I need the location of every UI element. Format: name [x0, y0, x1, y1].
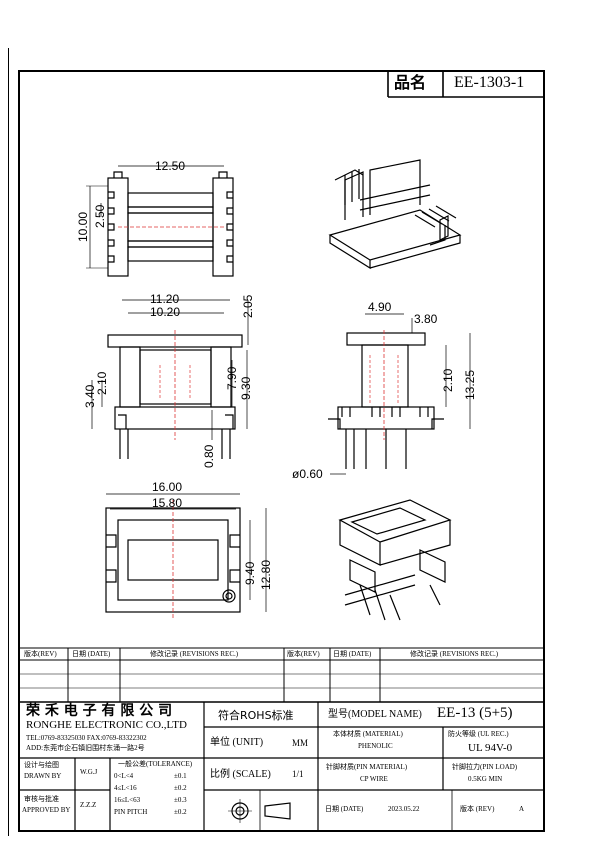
dim-front-inner: 10.20: [150, 305, 181, 319]
revision-table-grid: [20, 647, 545, 702]
dim-bottom-b: 12.80: [259, 559, 273, 590]
dim-top-pitch: 2.50: [93, 204, 107, 228]
company-address: ADD:东莞市企石镇旧围村东涌一路2号: [26, 744, 145, 752]
top-view: [86, 165, 234, 277]
model-label: 型号(MODEL NAME): [328, 709, 422, 720]
dim-front-right-a: 7.90: [225, 366, 239, 390]
dim-front-outer: 11.20: [150, 292, 180, 306]
date-value: 2023.05.22: [388, 805, 420, 813]
dim-side-core: 4.90: [368, 300, 392, 314]
rev-date-header-2: 日期 (DATE): [333, 650, 372, 658]
fire-rating-value: UL 94V-0: [468, 742, 513, 754]
drawing-frame: [18, 70, 545, 832]
dim-top-width: 12.50: [155, 159, 186, 173]
approved-label-en: APPROVED BY: [22, 806, 71, 814]
scale-label: 比例 (SCALE): [210, 769, 271, 780]
bottom-view: [105, 493, 267, 618]
drawn-label-cn: 设计与绘图: [24, 761, 59, 769]
tolerance-range-1: 0<L<4: [114, 772, 134, 780]
drawn-by: W.G.J: [80, 768, 98, 776]
unit-label: 单位 (UNIT): [210, 737, 264, 748]
approved-by: Z.Z.Z: [80, 801, 97, 809]
approved-label-cn: 审核与批准: [24, 795, 59, 803]
outer-margin-line: [8, 48, 590, 836]
rev-rec-header-1: 修改记录 (REVISIONS REC.): [150, 650, 239, 658]
part-label: 品名: [394, 73, 427, 92]
tolerance-value-1: ±0.1: [174, 772, 187, 780]
dim-side-a: 2.10: [441, 368, 455, 392]
company-name-cn: 荣 禾 电 子 有 限 公 司: [26, 703, 173, 719]
dim-front-pin: 0.80: [202, 444, 216, 468]
dim-bottom-inner: 15.80: [152, 496, 183, 510]
unit-value: MM: [292, 738, 309, 748]
scale-value: 1/1: [292, 769, 304, 779]
part-number: EE-1303-1: [454, 74, 525, 91]
rohs-compliance: 符合ROHS标准: [218, 709, 294, 722]
rev-header-2: 版本(REV): [287, 650, 320, 658]
company-contact: TEL:0769-83325030 FAX:0769-83322302: [26, 734, 147, 742]
tolerance-range-2: 4≤L<16: [114, 784, 137, 792]
isometric-view-top: [328, 159, 462, 270]
dim-front-left-b: 2.10: [95, 371, 109, 395]
tolerance-value-3: ±0.3: [174, 796, 187, 804]
body-material-value: PHENOLIC: [358, 742, 393, 750]
title-block-grid: [20, 701, 545, 832]
pin-load-label: 针脚拉力(PIN LOAD): [452, 763, 518, 771]
rev-label: 版本 (REV): [460, 805, 495, 813]
dim-top-height: 10.00: [76, 211, 90, 242]
fire-rating-label: 防火等级 (UL REC.): [448, 730, 509, 738]
tolerance-range-4: PIN PITCH: [114, 808, 148, 816]
company-name-en: RONGHE ELECTRONIC CO.,LTD: [26, 719, 187, 731]
pin-load-value: 0.5KG MIN: [468, 775, 503, 783]
dim-bottom-outer: 16.00: [152, 480, 183, 494]
dim-side-height: 13.25: [463, 369, 477, 400]
drawn-label-en: DRAWN BY: [24, 772, 62, 780]
isometric-view-bottom: [338, 499, 452, 621]
pin-material-label: 针脚材质(PIN MATERIAL): [326, 763, 408, 771]
tolerance-value-2: ±0.2: [174, 784, 187, 792]
dim-bottom-a: 9.40: [243, 561, 257, 585]
pin-material-value: CP WIRE: [360, 775, 388, 783]
body-material-label: 本体材质 (MATERIAL): [333, 730, 403, 738]
dim-front-right-b: 9.30: [239, 376, 253, 400]
rev-rec-header-2: 修改记录 (REVISIONS REC.): [410, 650, 499, 658]
dim-pin-diameter: ø0.60: [292, 467, 323, 481]
rev-header-1: 版本(REV): [24, 650, 57, 658]
date-label: 日期 (DATE): [325, 805, 364, 813]
front-view: [91, 299, 249, 459]
tolerance-range-3: 16≤L<63: [114, 796, 141, 804]
rev-value: A: [519, 805, 525, 813]
dim-front-flange: 2.05: [241, 294, 255, 318]
rev-date-header-1: 日期 (DATE): [72, 650, 111, 658]
dim-side-flange: 3.80: [414, 312, 438, 326]
tolerance-value-4: ±0.2: [174, 808, 187, 816]
model-value: EE-13 (5+5): [437, 705, 513, 721]
tolerance-title: 一般公差(TOLERANCE): [118, 760, 193, 768]
side-view: [328, 313, 471, 475]
